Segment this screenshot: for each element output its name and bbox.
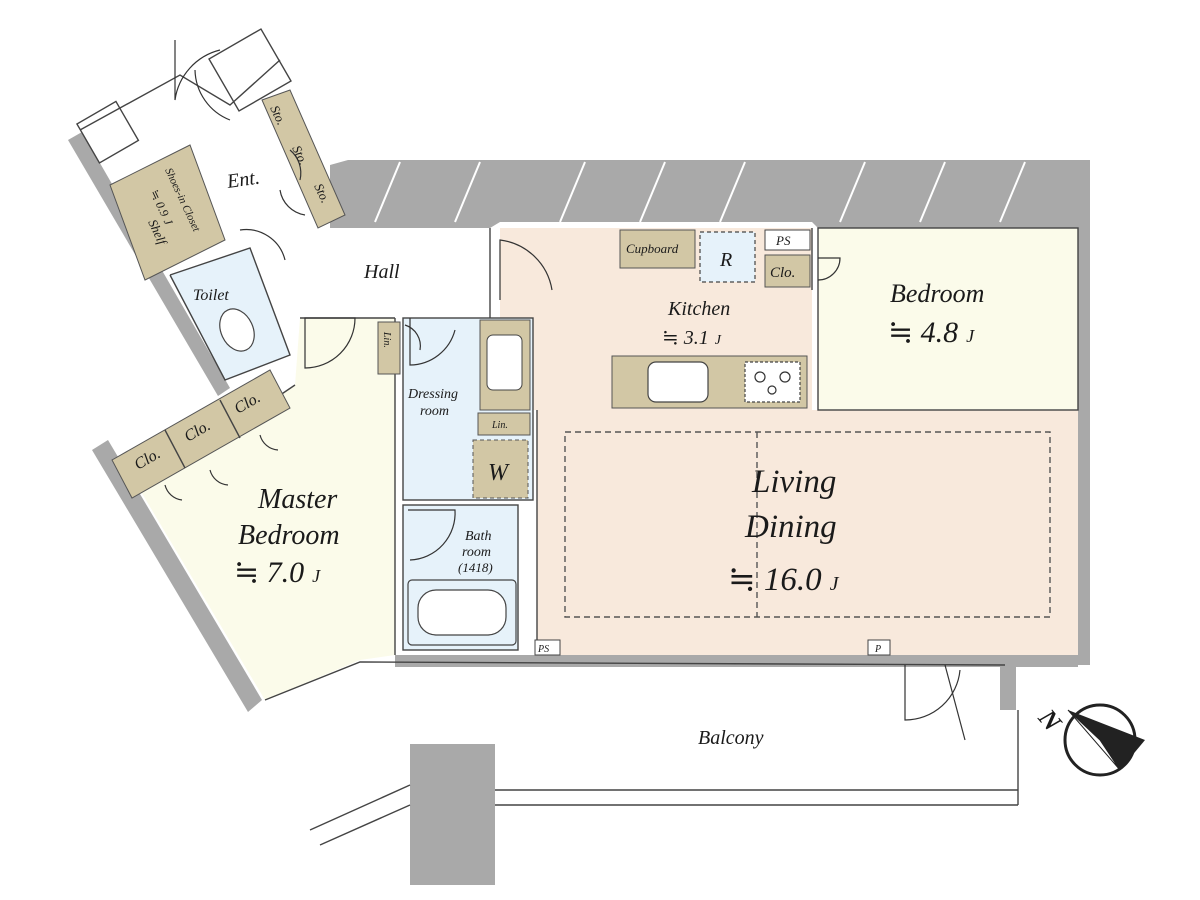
walls — [68, 132, 1090, 885]
storage-strip — [261, 89, 346, 229]
living-zone-guides — [564, 431, 1051, 618]
closet-box — [764, 254, 811, 288]
shoes-closet — [109, 144, 226, 281]
master-bedroom-label-2: Bedroom — [238, 520, 340, 551]
linen-label-2: Lin. — [491, 420, 508, 431]
doors — [164, 40, 966, 741]
living-floor — [500, 228, 1078, 655]
dressing-room-label-2: room — [420, 404, 449, 419]
compass-label: N — [1032, 703, 1068, 738]
linen-shelf-1 — [377, 321, 401, 375]
cupboard-label: Cupboard — [626, 241, 679, 256]
pipe-space-label-2: PS — [537, 644, 549, 655]
living-label: Living — [751, 464, 836, 500]
compass-needle-icon — [1068, 710, 1145, 770]
parking-p-label: P — [874, 644, 881, 655]
master-bedroom-label-1: Master — [257, 484, 337, 515]
dressing-room-label-1: Dressing — [407, 387, 458, 402]
entrance-label: Ent. — [225, 167, 262, 193]
balcony-label: Balcony — [698, 727, 764, 749]
master-closets — [111, 369, 291, 499]
bath-room-label-1: Bath — [465, 529, 491, 544]
linen-label-1: Lin. — [381, 331, 392, 348]
bedroom-label: Bedroom — [890, 279, 984, 308]
closet-label-kitchen: Clo. — [770, 265, 795, 281]
bedroom-floor — [818, 228, 1078, 410]
washer-label: W — [488, 460, 510, 486]
pipe-space — [764, 229, 811, 251]
washer-space — [472, 439, 529, 499]
fixtures — [109, 89, 891, 656]
kitchen-label: Kitchen — [667, 298, 730, 320]
bath-room-label-2: room — [462, 545, 491, 560]
hall-label: Hall — [363, 261, 400, 283]
refrigerator — [699, 231, 756, 283]
bath-room-size: (1418) — [458, 560, 493, 575]
dining-label: Dining — [744, 509, 837, 545]
toilet-label: Toilet — [193, 287, 229, 304]
wall-hatching — [374, 161, 1026, 223]
linen-shelf-2 — [477, 412, 531, 436]
compass: N — [1032, 703, 1145, 777]
hall-floor — [270, 235, 490, 315]
stove — [744, 361, 801, 403]
pipe-space-label: PS — [775, 233, 791, 248]
master-bedroom-floor — [140, 318, 395, 700]
kitchen-sink — [647, 361, 709, 403]
toilet-bowl — [219, 308, 255, 352]
refrigerator-label: R — [719, 249, 732, 271]
cupboard — [619, 229, 696, 269]
